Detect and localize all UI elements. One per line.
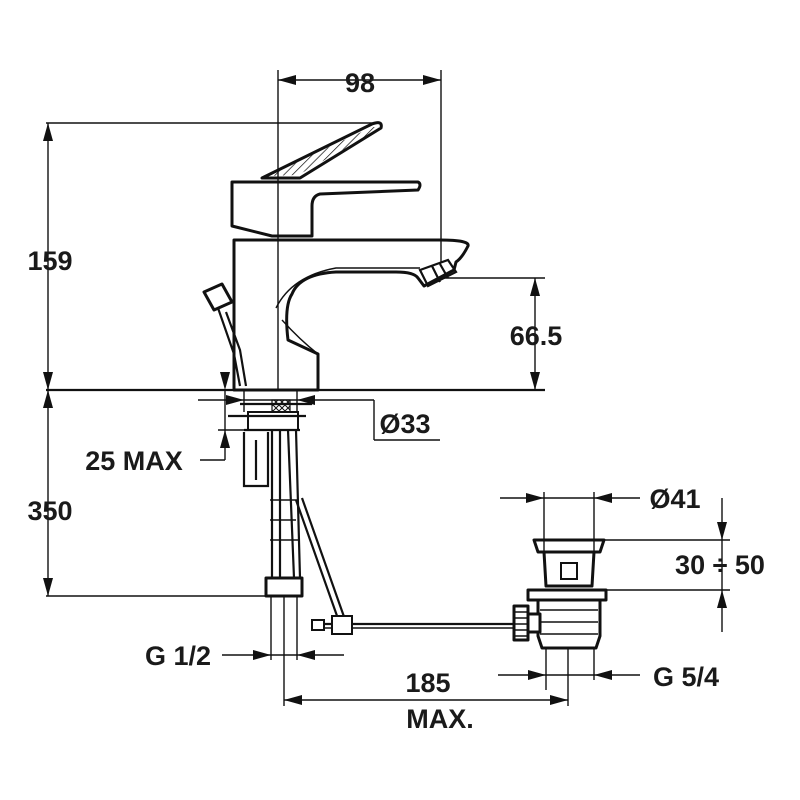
pop-up-rod — [294, 497, 516, 635]
faucet — [46, 121, 545, 392]
label-spout-reach: 98 — [345, 68, 375, 98]
pull-rod — [216, 307, 248, 387]
label-hose-length: 350 — [27, 496, 72, 526]
arrow — [530, 278, 540, 296]
label-inlet-thread: G 1/2 — [145, 641, 211, 671]
label-base-diameter: Ø33 — [379, 409, 430, 439]
arrow — [278, 75, 296, 85]
plug-window — [560, 562, 578, 580]
cartridge-cap — [230, 180, 422, 238]
connector-ribs — [514, 611, 528, 637]
arrow — [297, 650, 315, 660]
arrow — [43, 123, 53, 141]
arrow — [220, 430, 230, 448]
arrow — [717, 590, 727, 608]
waste-body — [536, 598, 602, 650]
arrow — [284, 695, 302, 705]
waste-assembly — [512, 538, 608, 650]
vertical-rod — [294, 497, 350, 631]
aerator — [418, 258, 458, 288]
arrow — [530, 372, 540, 390]
dimension-lines — [43, 70, 730, 706]
label-spout-height: 66.5 — [510, 321, 563, 351]
arrow — [43, 372, 53, 390]
arrow — [297, 395, 315, 405]
arrow — [253, 650, 271, 660]
arrow — [717, 522, 727, 540]
rod-end-cap — [311, 619, 325, 631]
arrow — [220, 372, 230, 390]
label-waste-thread: G 5/4 — [653, 662, 719, 692]
rod-connector-nut — [526, 612, 542, 634]
label-rod-reach-suffix: MAX. — [406, 704, 474, 734]
mounting-hardware — [202, 282, 312, 598]
waste-thread-lines — [540, 609, 598, 635]
label-total-height: 159 — [27, 246, 72, 276]
threaded-stud — [242, 432, 270, 488]
arrow — [528, 670, 546, 680]
spout-curve — [275, 267, 420, 309]
arrow — [594, 493, 612, 503]
body-inner-line — [277, 240, 319, 390]
hose-crimp — [270, 499, 298, 541]
fixing-nut — [247, 411, 299, 431]
rod-connector — [512, 604, 530, 642]
main-body — [232, 238, 470, 392]
waste-nut — [526, 588, 608, 602]
arrow — [43, 578, 53, 596]
dimension-labels: 98 159 66.5 Ø33 25 MAX 350 Ø41 30 ÷ 50 G… — [27, 68, 764, 734]
arrow — [43, 390, 53, 408]
rod-clamp — [331, 615, 353, 635]
arrow — [226, 395, 244, 405]
arrow — [594, 670, 612, 680]
hose-nut — [264, 576, 304, 598]
label-waste-range: 30 ÷ 50 — [675, 550, 765, 580]
lever-texture — [266, 127, 377, 176]
flexible-hose-left — [270, 430, 282, 578]
waste-flange — [532, 538, 606, 554]
label-rod-reach-value: 185 — [405, 668, 450, 698]
arrow — [526, 493, 544, 503]
arrow — [423, 75, 441, 85]
label-counter-thickness: 25 MAX — [85, 446, 183, 476]
arrow — [550, 695, 568, 705]
label-waste-diameter: Ø41 — [649, 484, 700, 514]
pull-rod-box — [202, 282, 234, 312]
nut-hatch — [271, 399, 291, 413]
